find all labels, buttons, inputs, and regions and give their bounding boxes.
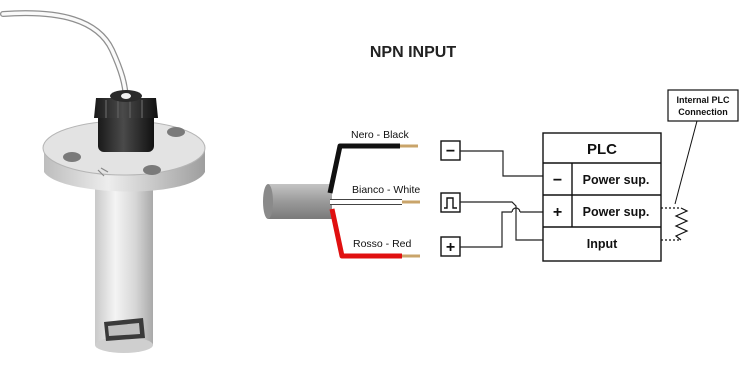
note-line-2: Connection: [678, 107, 728, 117]
plc-sign-plus: +: [553, 204, 562, 221]
sensor-tube: [95, 185, 153, 345]
line-plus-to-plc: [460, 211, 512, 248]
plc-sign-minus: −: [553, 172, 562, 189]
black-wire: [327, 143, 418, 194]
sensor-cable: [0, 10, 129, 101]
terminal-minus: −: [440, 140, 461, 161]
diagram-title: NPN INPUT: [370, 44, 456, 61]
flange-hole: [143, 165, 161, 175]
line-signal-to-input: [460, 201, 543, 241]
multicore-cable: [263, 184, 332, 219]
connection-lines: [460, 150, 543, 248]
wire-label-white: Bianco - White: [352, 184, 420, 196]
cable-gland: [98, 112, 154, 152]
plc-power-supply-minus: Power sup.: [583, 173, 650, 187]
internal-resistor: [661, 207, 689, 241]
wire-label-black: Nero - Black: [351, 129, 410, 141]
plc-input: Input: [587, 237, 618, 251]
pulse-icon: [444, 197, 457, 209]
plc-title: PLC: [587, 141, 617, 158]
terminal-minus-symbol: −: [446, 143, 455, 160]
flange-hole: [167, 127, 185, 137]
line-minus-to-plc: [460, 150, 543, 177]
wire-label-red: Rosso - Red: [353, 238, 412, 250]
terminal-signal: [440, 192, 461, 213]
sensor-illustration: [0, 10, 206, 353]
plc-block: PLC − Power sup. + Power sup. Input: [542, 132, 662, 262]
internal-connection-note: Internal PLC Connection: [667, 89, 739, 205]
flange-hole: [63, 152, 81, 162]
red-wire: [329, 208, 420, 259]
terminal-plus: +: [440, 236, 461, 257]
note-line-1: Internal PLC: [676, 95, 730, 105]
terminal-plus-symbol: +: [446, 239, 455, 256]
resistor-icon: [674, 207, 689, 241]
plc-power-supply-plus: Power sup.: [583, 205, 650, 219]
